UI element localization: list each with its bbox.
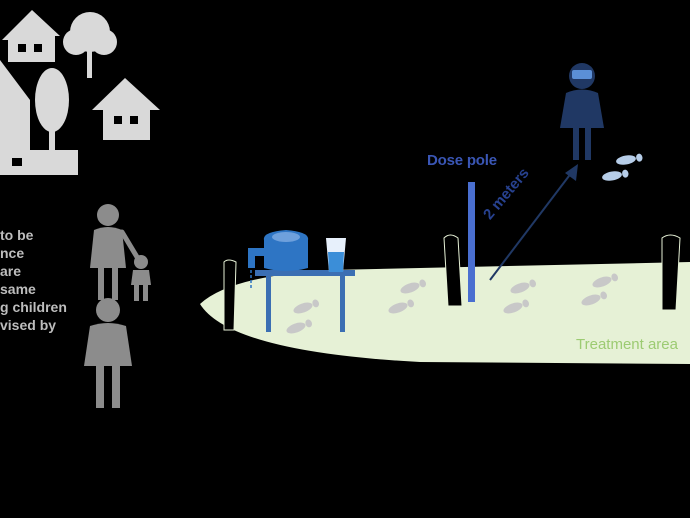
barrier-stands <box>223 234 681 331</box>
family-icon <box>84 204 151 408</box>
water-tank-icon <box>248 230 309 290</box>
left-note-line: are <box>0 263 22 279</box>
houses-trees-icon <box>0 10 160 175</box>
left-note-line: same <box>0 281 36 297</box>
treatment-area-label: Treatment area <box>576 336 678 353</box>
dose-pole <box>468 182 475 302</box>
distance-arrow <box>489 164 578 281</box>
dose-pole-label: Dose pole <box>427 152 497 169</box>
left-note-line: to be <box>0 227 34 243</box>
health-worker-icon <box>560 63 604 160</box>
worker-footprints <box>601 152 644 183</box>
left-note-text: to be nce are same g children vised by <box>0 226 67 334</box>
left-note-line: vised by <box>0 317 57 333</box>
left-note-line: nce <box>0 245 25 261</box>
left-note-line: g children <box>0 299 67 315</box>
drinking-cup-icon <box>326 238 346 272</box>
treatment-area <box>200 262 690 364</box>
table <box>255 270 355 332</box>
